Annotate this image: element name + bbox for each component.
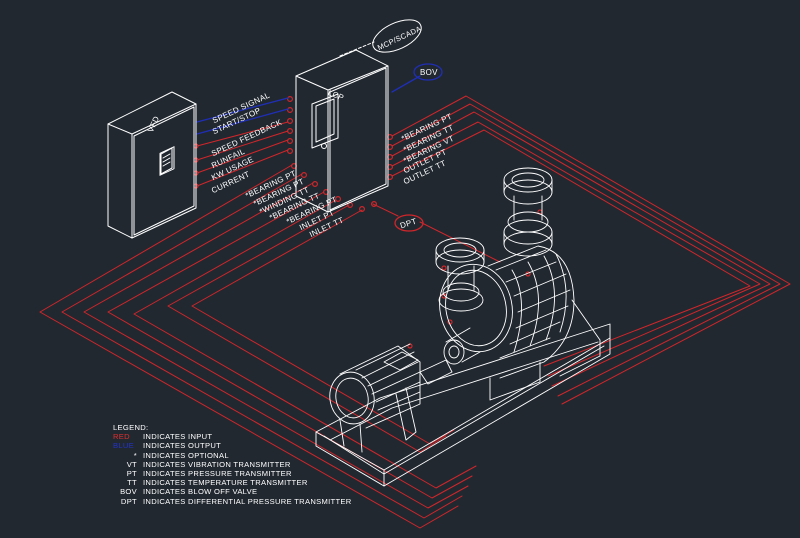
legend-key: DPT <box>120 496 137 506</box>
blower-assembly <box>315 167 611 487</box>
legend-key: RED <box>113 432 130 442</box>
legend-row: DPT INDICATES DIFFERENTIAL PRESSURE TRANS… <box>113 497 352 506</box>
bov-label[interactable]: BOV <box>420 68 438 77</box>
legend-key: PT <box>126 469 137 479</box>
legend-key: VT <box>126 459 137 469</box>
legend-row: BLUE INDICATES OUTPUT <box>113 441 352 450</box>
legend-text: INDICATES OUTPUT <box>143 441 222 451</box>
input-wiring <box>39 95 791 529</box>
legend-key: BOV <box>120 487 137 497</box>
vfd-cabinet <box>107 91 197 239</box>
bubbles <box>372 19 443 232</box>
legend-row: RED INDICATES INPUT <box>113 432 352 441</box>
output-wiring <box>196 75 421 135</box>
legend-text: INDICATES BLOW OFF VALVE <box>143 487 258 497</box>
legend-text: INDICATES OPTIONAL <box>143 450 229 460</box>
legend-text: INDICATES TEMPERATURE TRANSMITTER <box>143 478 308 488</box>
lcp-cabinet <box>295 41 389 213</box>
legend-row: * INDICATES OPTIONAL <box>113 451 352 460</box>
legend-key: BLUE <box>113 441 135 451</box>
legend-row: TT INDICATES TEMPERATURE TRANSMITTER <box>113 478 352 487</box>
legend-row: VT INDICATES VIBRATION TRANSMITTER <box>113 460 352 469</box>
legend-text: INDICATES DIFFERENTIAL PRESSURE TRANSMIT… <box>143 496 352 506</box>
legend-text: INDICATES PRESSURE TRANSMITTER <box>143 469 292 479</box>
legend-key: * <box>133 450 137 460</box>
legend-row: PT INDICATES PRESSURE TRANSMITTER <box>113 469 352 478</box>
legend-title: LEGEND: <box>113 423 149 432</box>
legend-key: TT <box>127 478 137 488</box>
legend-row: BOV INDICATES BLOW OFF VALVE <box>113 487 352 496</box>
legend: LEGEND: RED INDICATES INPUT BLUE INDICATES… <box>113 423 352 506</box>
legend-text: INDICATES INPUT <box>143 432 213 442</box>
legend-text: INDICATES VIBRATION TRANSMITTER <box>143 459 291 469</box>
